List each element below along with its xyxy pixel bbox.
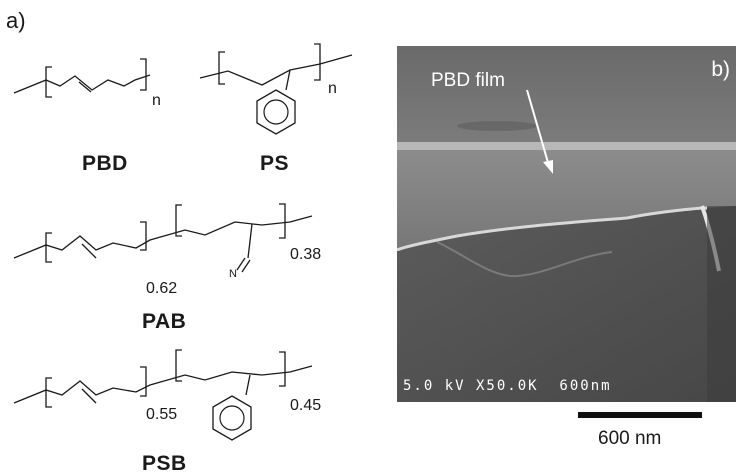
pbd-film-annotation: PBD film [431, 70, 505, 91]
ps-name: PS [260, 152, 290, 175]
sem-micrograph: PBD film b) 5.0 kV X50.0K 600nm [397, 46, 736, 402]
panel-b-label: b) [711, 58, 730, 81]
nitrogen-atom: N [229, 268, 237, 280]
ps-structure [199, 43, 353, 135]
scale-bar-label: 600 nm [598, 428, 662, 449]
pab-structure [13, 203, 313, 273]
psb-fraction-2: 0.45 [290, 397, 322, 414]
ps-subscript: n [328, 80, 337, 97]
panel-a-label: a) [6, 8, 26, 33]
psb-fraction-1: 0.55 [146, 406, 178, 423]
sem-info-bar: 5.0 kV X50.0K 600nm [403, 378, 612, 394]
scale-bar [578, 412, 702, 418]
pbd-subscript: n [152, 92, 161, 109]
pab-name: PAB [142, 310, 187, 333]
pbd-structure [13, 58, 151, 98]
psb-structure [13, 349, 313, 441]
pbd-name: PBD [82, 152, 128, 175]
sem-texture [397, 46, 736, 402]
pab-fraction-1: 0.62 [146, 280, 178, 297]
pab-fraction-2: 0.38 [290, 246, 322, 263]
phenyl-ring [212, 395, 252, 441]
phenyl-ring [256, 89, 296, 135]
psb-name: PSB [142, 452, 187, 475]
